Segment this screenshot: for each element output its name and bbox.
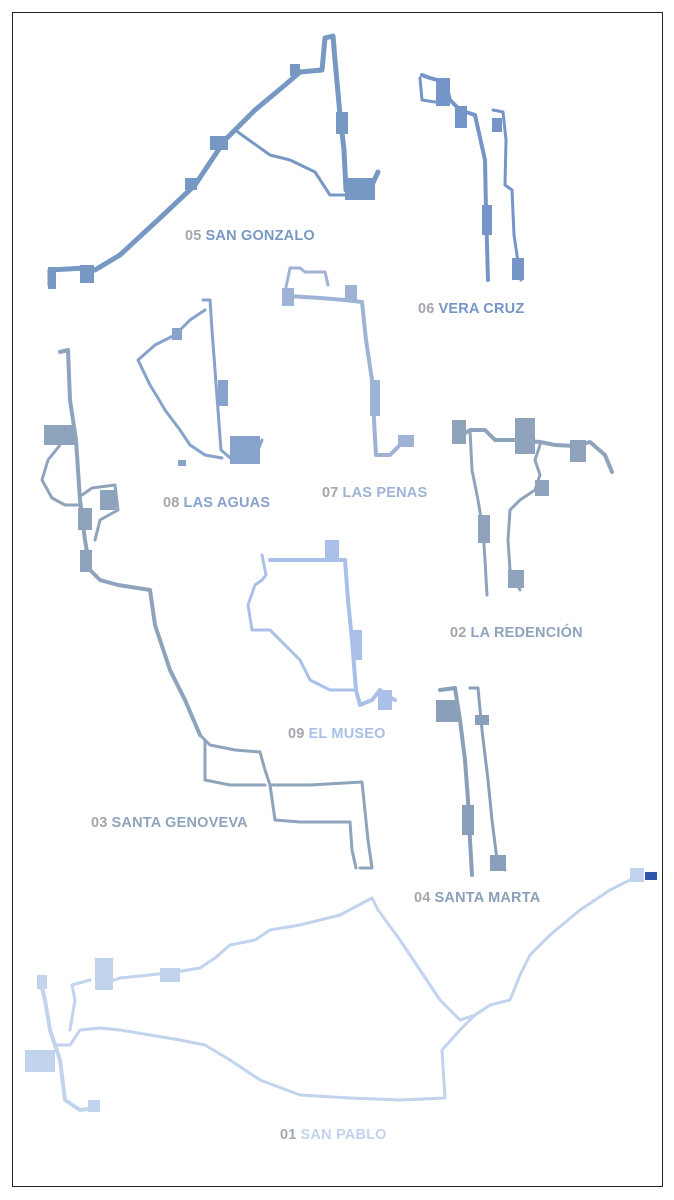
route-number: 09: [288, 726, 305, 742]
route-05-line: [47, 33, 381, 288]
route-name: LA REDENCIÓN: [470, 625, 583, 641]
route-number: 03: [91, 815, 108, 831]
route-07-path[interactable]: [282, 266, 414, 457]
route-name: SANTA GENOVEVA: [111, 815, 248, 831]
route-number: 08: [163, 495, 180, 511]
route-09-path[interactable]: [246, 540, 397, 710]
route-number: 07: [322, 485, 339, 501]
route-name: SAN GONZALO: [205, 228, 315, 244]
route-06-path[interactable]: [418, 73, 524, 282]
route-05-path[interactable]: [47, 33, 381, 289]
route-number: 01: [280, 1127, 297, 1143]
route-02-path[interactable]: [452, 418, 614, 597]
route-name: LAS PENAS: [342, 485, 428, 501]
endpoint-marker: [645, 872, 657, 880]
route-number: 05: [185, 228, 202, 244]
map-frame: [12, 12, 663, 1187]
route-04-path[interactable]: [436, 686, 507, 877]
route-08-path[interactable]: [136, 298, 264, 466]
route-name: LAS AGUAS: [183, 495, 271, 511]
route-number: 06: [418, 301, 435, 317]
route-name: VERA CRUZ: [438, 301, 525, 317]
route-name: SAN PABLO: [300, 1127, 387, 1143]
route-number: 04: [414, 890, 431, 906]
route-name: SANTA MARTA: [434, 890, 541, 906]
route-03-path[interactable]: [40, 348, 374, 870]
route-01-path[interactable]: [25, 868, 657, 1112]
route-number: 02: [450, 625, 467, 641]
route-name: EL MUSEO: [308, 726, 386, 742]
